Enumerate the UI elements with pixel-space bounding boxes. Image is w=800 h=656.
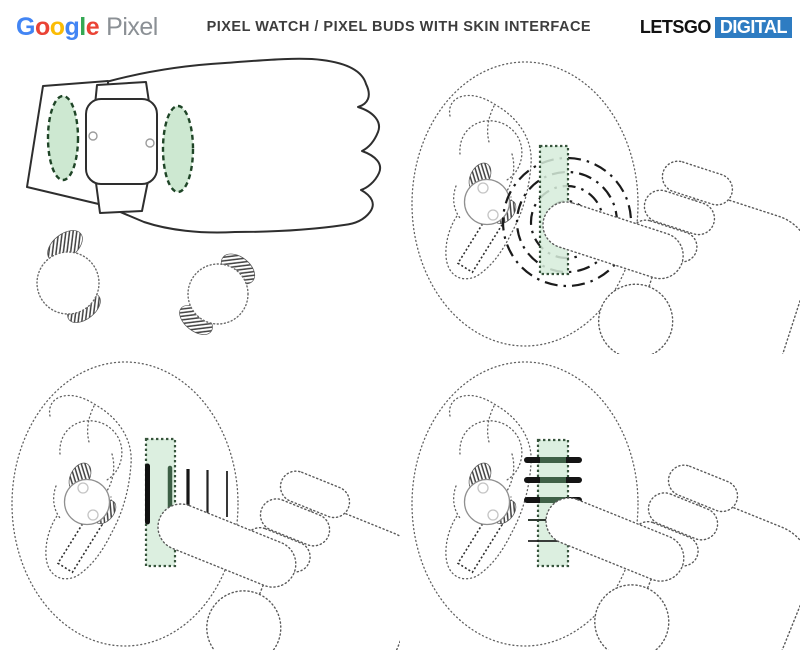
earbud-left [36, 230, 101, 323]
swipe-gesture-drawing [11, 361, 446, 656]
publisher-badge: DIGITAL [714, 16, 792, 38]
figure-tap-gesture [400, 54, 800, 404]
watch-lug-left [88, 131, 98, 141]
slide-gesture-drawing [411, 361, 800, 656]
skin-interface-area-oval [161, 104, 195, 194]
figures-grid [0, 54, 800, 656]
skin-interface-area-oval [46, 94, 80, 182]
watch-lug-right [145, 138, 155, 148]
earbud-right [179, 253, 256, 335]
page-title: PIXEL WATCH / PIXEL BUDS WITH SKIN INTER… [206, 19, 592, 35]
ear-with-earbud [11, 361, 239, 647]
watch-face [85, 98, 158, 185]
watch-strap-lower [95, 180, 149, 214]
figure-swipe-gesture [0, 354, 446, 656]
tap-gesture-drawing [411, 61, 800, 404]
google-logo-letter: l [79, 12, 86, 41]
watch-on-wrist-drawing [26, 57, 381, 335]
google-logo-letter: G [16, 12, 35, 41]
pixel-wordmark: Pixel [106, 12, 158, 41]
google-logo-letter: o [34, 12, 50, 41]
google-logo-letter: o [49, 12, 65, 41]
publisher-name: LETSGO [639, 16, 712, 37]
google-logo-letter: g [64, 12, 80, 41]
figure-watch-on-wrist [0, 54, 400, 354]
letsgo-digital-logo: LETSGO DIGITAL [639, 16, 792, 38]
figure-slide-gesture [400, 354, 800, 656]
google-logo-letter: e [85, 12, 100, 41]
